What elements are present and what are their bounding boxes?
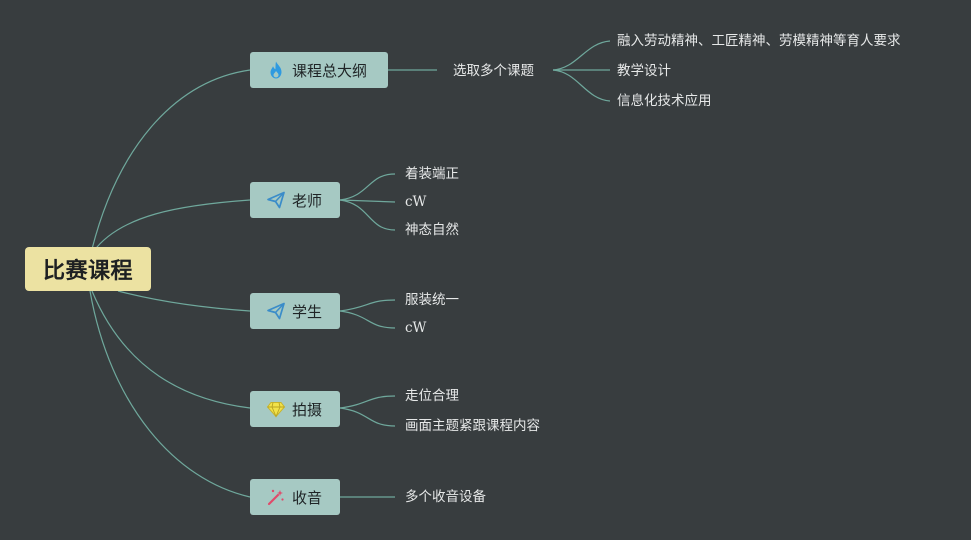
diamond-icon	[266, 399, 286, 419]
connector-root-teacher	[92, 199, 251, 253]
branch-label-shooting: 拍摄	[292, 400, 323, 419]
connector-topic-1	[552, 40, 611, 71]
branch-node-teacher[interactable]: 老师	[250, 182, 340, 218]
root-node[interactable]: 比赛课程	[25, 247, 151, 291]
node-audio-devices[interactable]: 多个收音设备	[405, 489, 486, 505]
node-teacher-demeanor[interactable]: 神态自然	[405, 222, 459, 238]
connector-topic-3	[552, 69, 611, 102]
node-teacher-cw[interactable]: cW	[405, 194, 427, 210]
branch-node-shooting[interactable]: 拍摄	[250, 391, 340, 427]
branch-node-student[interactable]: 学生	[250, 293, 340, 329]
magic-wand-icon	[266, 487, 286, 507]
connector-student-1	[339, 299, 396, 312]
node-student-cw[interactable]: cW	[405, 320, 427, 336]
connector-student-2	[339, 310, 396, 329]
connector-shooting-1	[339, 395, 396, 409]
connector-teacher-3	[339, 199, 396, 231]
branch-label-student: 学生	[292, 302, 323, 321]
branch-label-outline: 课程总大纲	[292, 61, 368, 80]
connector-root-audio	[89, 290, 251, 498]
branch-node-audio[interactable]: 收音	[250, 479, 340, 515]
flame-icon	[266, 60, 286, 80]
connector-root-student	[117, 290, 251, 312]
node-select-topics[interactable]: 选取多个课题	[453, 63, 534, 79]
node-topic-it-application[interactable]: 信息化技术应用	[617, 93, 712, 109]
node-shooting-positioning[interactable]: 走位合理	[405, 388, 459, 404]
connector-shooting-2	[339, 407, 396, 427]
node-shooting-theme[interactable]: 画面主题紧跟课程内容	[405, 418, 540, 434]
branch-label-audio: 收音	[292, 488, 323, 507]
paper-plane-icon	[266, 190, 286, 210]
root-label: 比赛课程	[42, 259, 133, 284]
branch-label-teacher: 老师	[292, 191, 323, 210]
paper-plane-icon	[266, 301, 286, 321]
connector-root-outline	[91, 69, 251, 250]
connector-teacher-1	[339, 173, 396, 201]
node-topic-requirements[interactable]: 融入劳动精神、工匠精神、劳模精神等育人要求	[617, 33, 901, 49]
connector-teacher-2	[339, 199, 396, 203]
branch-node-outline[interactable]: 课程总大纲	[250, 52, 388, 88]
node-topic-teaching-design[interactable]: 教学设计	[617, 63, 671, 79]
node-student-uniform[interactable]: 服装统一	[405, 292, 459, 308]
connector-root-shooting	[91, 290, 251, 409]
node-teacher-dress[interactable]: 着装端正	[405, 166, 459, 182]
